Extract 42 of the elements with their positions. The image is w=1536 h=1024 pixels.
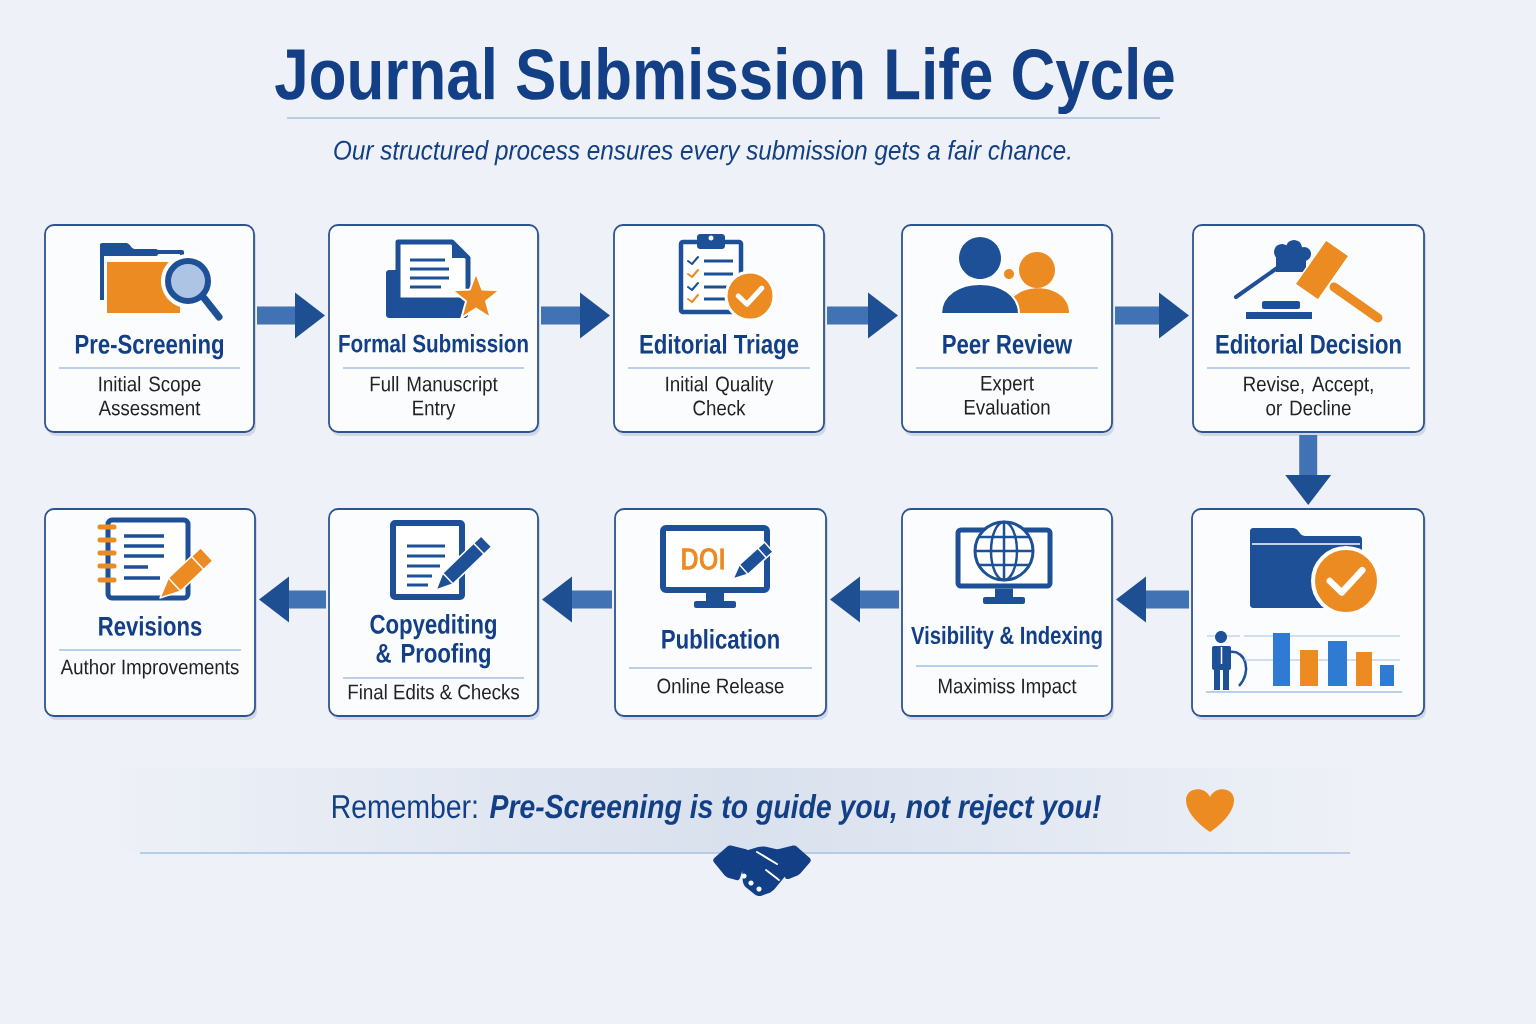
step-description: Initial Scope Assessment bbox=[98, 376, 201, 416]
arrow bbox=[830, 576, 899, 623]
step-title: Formal Submission bbox=[339, 334, 528, 353]
arrow bbox=[259, 576, 326, 623]
process-box bbox=[1191, 508, 1426, 720]
step-description: Initial Quality Check bbox=[666, 376, 774, 416]
process-box bbox=[1192, 224, 1426, 436]
step-description: Final Edits & Checks bbox=[348, 684, 519, 700]
process-box bbox=[614, 508, 828, 720]
arrow bbox=[541, 292, 610, 339]
arrow bbox=[1116, 576, 1189, 623]
step-title: Editorial Triage bbox=[640, 334, 799, 360]
step-title: Revisions bbox=[99, 616, 202, 636]
step-description: Expert Evaluation bbox=[964, 376, 1050, 415]
subtitle: Our structured process ensures every submission gets a fair chance. bbox=[334, 140, 1070, 166]
arrow bbox=[257, 292, 325, 339]
step-title: Pre-Screening bbox=[75, 334, 224, 360]
process-box bbox=[44, 224, 256, 436]
step-title: Copyediting & Proofing bbox=[370, 614, 496, 669]
process-box bbox=[328, 224, 540, 436]
process-box bbox=[44, 508, 257, 720]
step-title: Peer Review bbox=[943, 334, 1073, 354]
banner-text: Remember: Pre-Screening is to guide you, not reject you! bbox=[333, 794, 1101, 825]
step-description: Maximiss Impact bbox=[938, 678, 1077, 698]
step-title: Publication bbox=[662, 629, 779, 649]
process-box bbox=[328, 508, 540, 720]
step-title: Visibility & Indexing bbox=[911, 626, 1102, 650]
arrow bbox=[1285, 435, 1332, 505]
process-box bbox=[613, 224, 826, 436]
step-description: Full Manuscript Entry bbox=[370, 376, 498, 420]
screen-label: DOI bbox=[682, 548, 724, 570]
step-description: Online Release bbox=[657, 678, 784, 694]
banner bbox=[139, 789, 1351, 854]
step-title: Editorial Decision bbox=[1216, 334, 1401, 354]
step-description: Revise, Accept, or Decline bbox=[1244, 376, 1373, 416]
arrow bbox=[827, 292, 898, 339]
title: Journal Submission Life Cycle bbox=[275, 47, 1174, 115]
arrow bbox=[1115, 292, 1189, 339]
process-box bbox=[901, 508, 1114, 720]
arrow bbox=[542, 576, 612, 623]
process-box bbox=[901, 224, 1114, 436]
step-description: Author Improvements bbox=[60, 659, 239, 679]
